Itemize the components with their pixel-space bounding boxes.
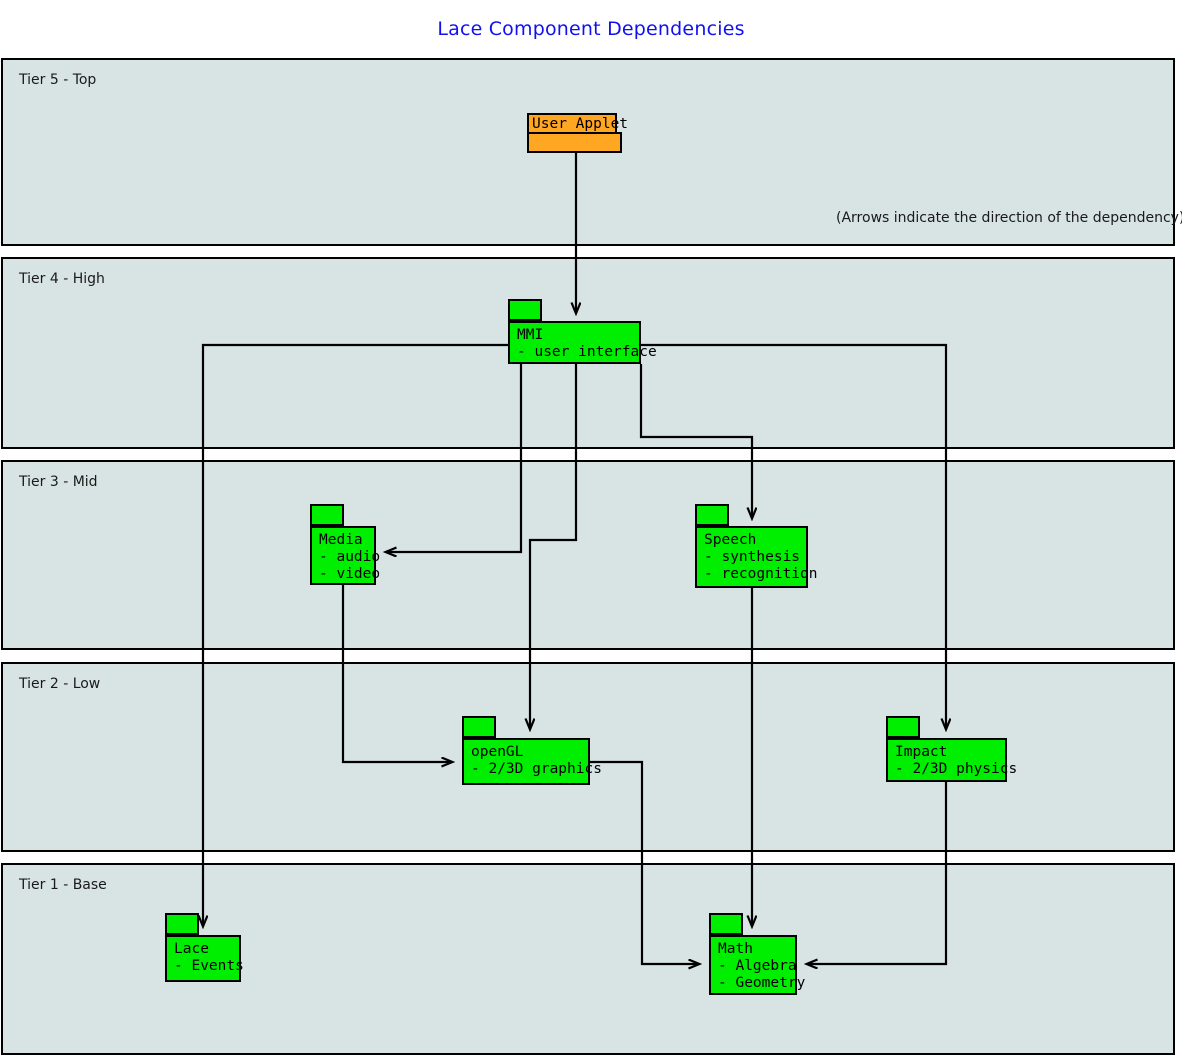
package-mmi[interactable]: MMI - user interface <box>508 299 657 364</box>
legend-note: (Arrows indicate the direction of the de… <box>836 210 1182 226</box>
tier-label: Tier 4 - High <box>19 271 105 287</box>
package-tab <box>886 716 920 738</box>
package-body: openGL - 2/3D graphics <box>462 738 602 785</box>
tier-label: Tier 2 - Low <box>19 676 101 692</box>
package-tab: User Applet <box>527 113 628 134</box>
package-math[interactable]: Math - Algebra - Geometry <box>709 913 806 995</box>
package-tab <box>310 504 344 526</box>
tier-band-tier-3: Tier 3 - Mid <box>1 460 1175 650</box>
package-detail: - Algebra <box>718 958 797 974</box>
package-detail: - Events <box>174 958 244 974</box>
page-title: Lace Component Dependencies <box>437 18 745 40</box>
package-detail: - user interface <box>517 344 657 360</box>
package-name: Media <box>319 532 363 548</box>
package-name: User Applet <box>532 115 629 132</box>
package-body <box>527 132 622 153</box>
package-speech[interactable]: Speech - synthesis - recognition <box>695 504 818 588</box>
package-detail: - audio <box>319 549 381 565</box>
package-opengl[interactable]: openGL - 2/3D graphics <box>462 716 602 785</box>
package-body: Media - audio - video <box>310 526 381 585</box>
package-detail: - recognition <box>704 566 818 582</box>
package-impact[interactable]: Impact - 2/3D physics <box>886 716 1018 782</box>
package-tab <box>695 504 729 526</box>
package-tab <box>508 299 542 321</box>
tier-label: Tier 3 - Mid <box>19 474 98 490</box>
package-name: Lace <box>174 941 209 957</box>
package-detail: - Geometry <box>718 975 806 991</box>
package-detail: - 2/3D physics <box>895 761 1018 777</box>
package-detail: - 2/3D graphics <box>471 761 602 777</box>
package-name: Math <box>718 941 753 957</box>
package-media[interactable]: Media - audio - video <box>310 504 381 585</box>
package-name: Speech <box>704 532 757 548</box>
tier-label: Tier 5 - Top <box>19 72 97 88</box>
package-detail: - synthesis <box>704 549 801 565</box>
package-detail: - video <box>319 566 381 582</box>
package-name: MMI <box>517 327 544 343</box>
package-name: openGL <box>471 744 524 760</box>
package-tab <box>462 716 496 738</box>
package-lace[interactable]: Lace - Events <box>165 913 244 982</box>
package-tab <box>709 913 743 935</box>
package-body: Speech - synthesis - recognition <box>695 526 818 588</box>
package-body: Math - Algebra - Geometry <box>709 935 806 995</box>
tier-label: Tier 1 - Base <box>19 877 107 893</box>
package-body: Lace - Events <box>165 935 244 982</box>
package-body: Impact - 2/3D physics <box>886 738 1018 782</box>
package-user-applet[interactable]: User Applet <box>527 113 628 153</box>
package-name: Impact <box>895 744 948 760</box>
package-tab <box>165 913 199 935</box>
package-body: MMI - user interface <box>508 321 657 364</box>
